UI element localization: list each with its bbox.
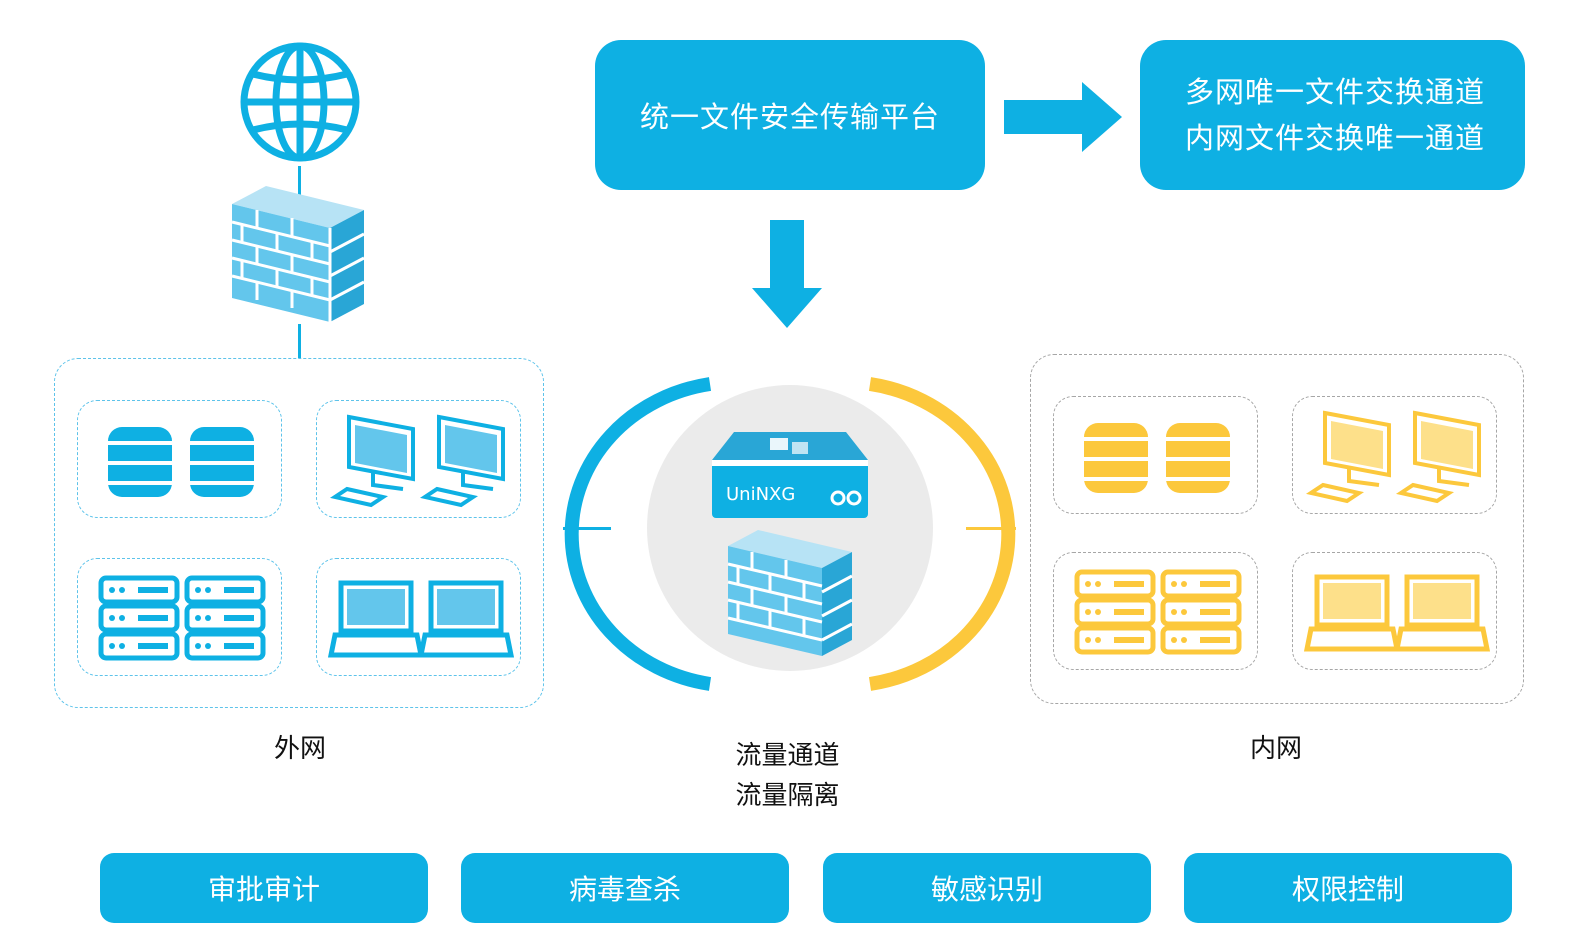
feature-label: 病毒查杀 [568,873,681,906]
firewall-connector [298,324,301,358]
feature-label: 权限控制 [1291,873,1404,906]
channel-line-1: 多网唯一文件交换通道 [1185,75,1486,109]
center-caption: 流量通道 流量隔离 [700,736,875,816]
database-icon [1084,423,1230,493]
laptop-icon [327,580,515,658]
outer-network-zone [54,358,544,708]
center-caption-line-2: 流量隔离 [735,781,840,811]
center-caption-line-1: 流量通道 [735,741,840,771]
arrow-down-icon [752,220,822,328]
globe-connector [298,166,301,196]
outer-laptop-tile [316,558,521,676]
platform-box: 统一文件安全传输平台 [595,40,985,190]
feature-label: 审批审计 [207,873,320,906]
channel-box: 多网唯一文件交换通道 内网文件交换唯一通道 [1140,40,1525,190]
platform-label: 统一文件安全传输平台 [639,100,940,134]
channel-line-2: 内网文件交换唯一通道 [1185,121,1486,155]
center-firewall-icon [727,530,853,656]
feature-sensitive-detection: 敏感识别 [823,853,1151,923]
server-rack-icon [98,575,266,661]
feature-antivirus: 病毒查杀 [461,853,789,923]
inner-network-zone [1030,354,1524,704]
inner-laptop-tile [1292,552,1497,670]
outer-server-tile [77,558,282,676]
inner-network-label: 内网 [1249,734,1302,764]
database-icon [108,427,254,497]
feature-label: 敏感识别 [930,873,1043,906]
outer-network-label: 外网 [273,734,326,764]
firewall-icon [231,186,365,322]
inner-connector [966,527,1016,530]
desktop-icon [329,414,505,508]
inner-database-tile [1053,396,1258,514]
arrow-right-icon [1004,82,1122,152]
outer-desktop-tile [316,400,521,518]
outer-connector [563,527,611,530]
inner-desktop-tile [1292,396,1497,514]
server-rack-icon [1074,569,1242,655]
inner-server-tile [1053,552,1258,670]
desktop-icon [1305,410,1481,504]
gateway-device-label: UniNXG [726,484,796,505]
gateway-device-icon: UniNXG [712,432,868,520]
globe-icon [240,42,360,162]
feature-approval-audit: 审批审计 [100,853,428,923]
outer-database-tile [77,400,282,518]
feature-permission-control: 权限控制 [1184,853,1512,923]
laptop-icon [1303,574,1491,652]
